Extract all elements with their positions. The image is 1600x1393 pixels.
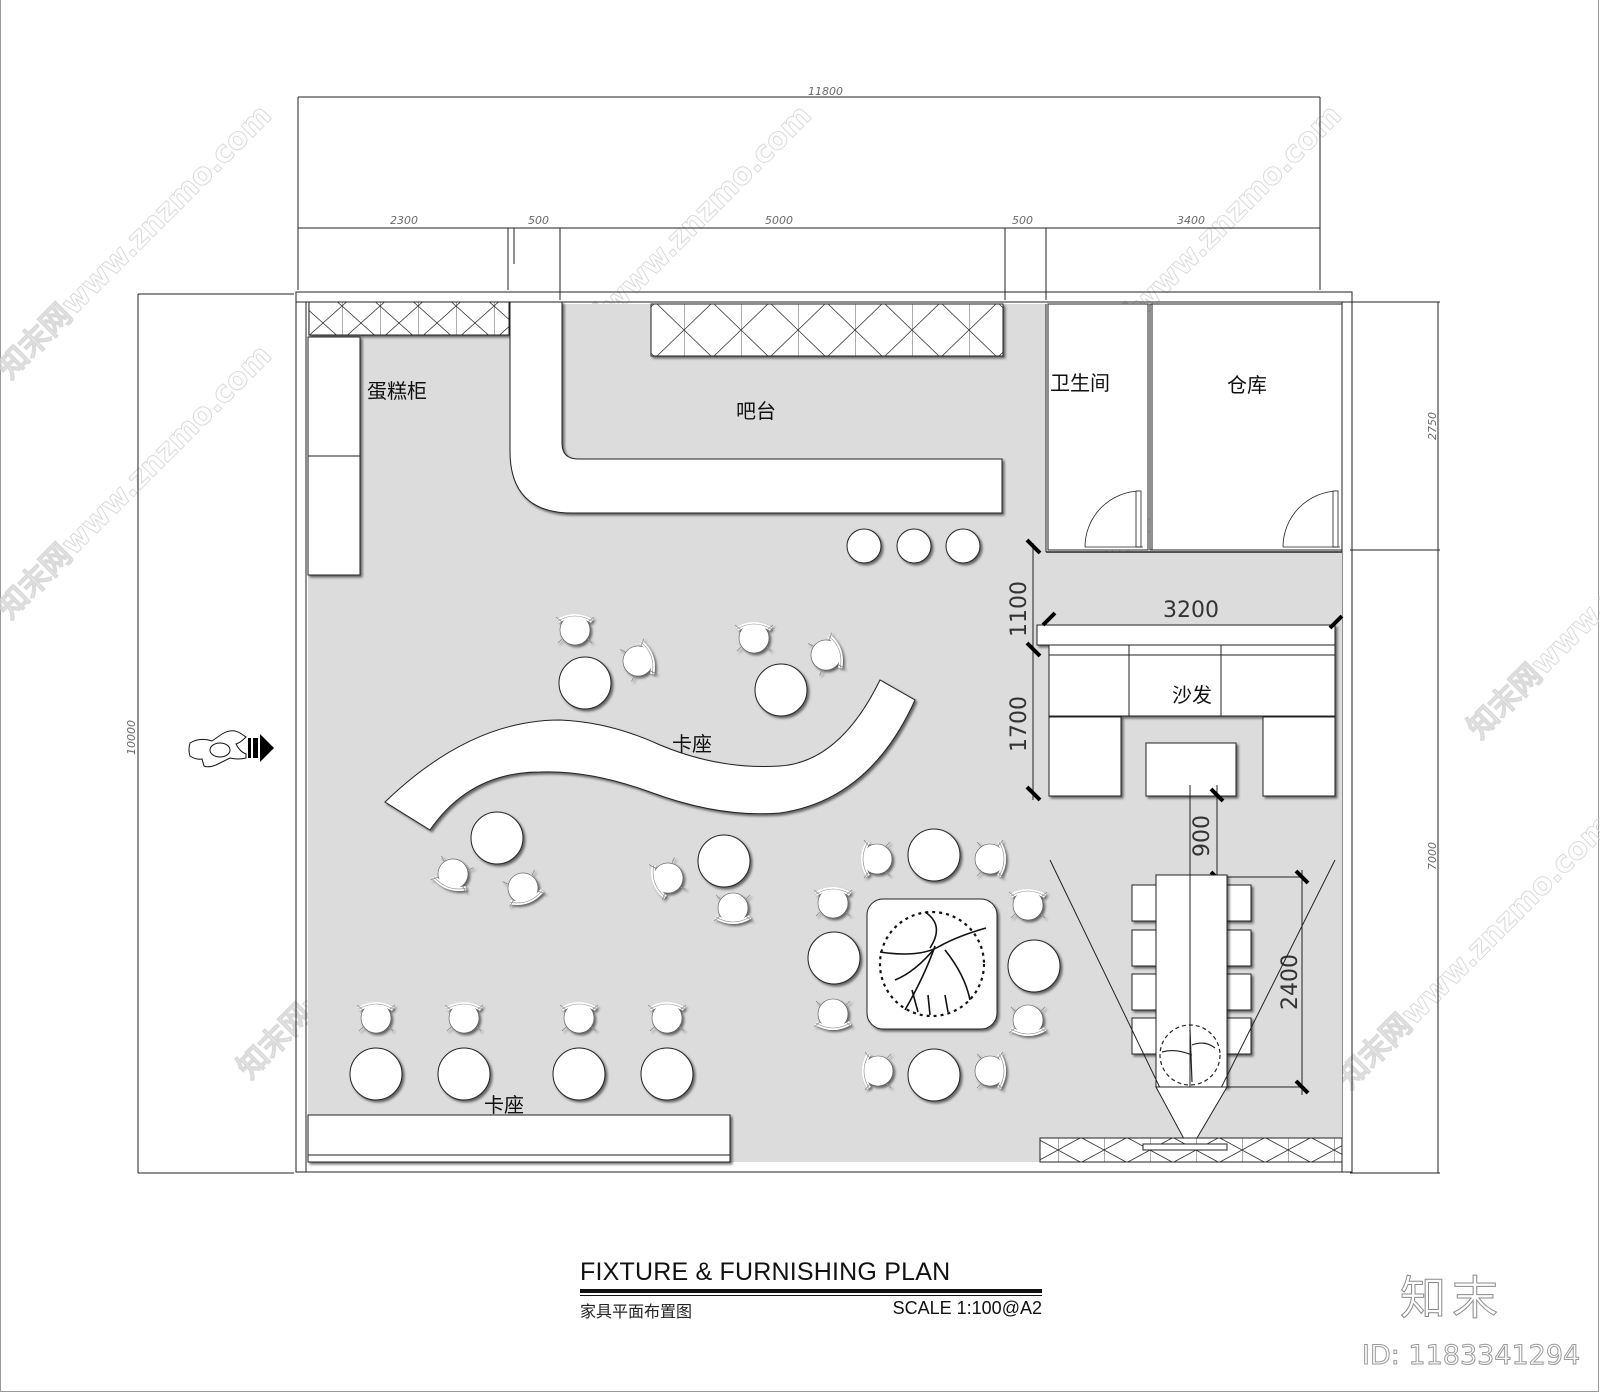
svg-text:知末网www.znzmo.com: 知末网www.znzmo.com xyxy=(0,98,279,386)
drawing-title: FIXTURE & FURNISHING PLAN xyxy=(580,1258,951,1286)
brand-id: ID: 1183341294 xyxy=(1361,1340,1581,1372)
restroom xyxy=(1047,303,1343,551)
cake-cabinet xyxy=(307,336,361,576)
svg-text:知末网www.znzmo.com: 知末网www.znzmo.com xyxy=(1331,808,1600,1096)
dim-left-height: 10000 xyxy=(125,720,138,755)
brand-logo: 知末 xyxy=(1400,1271,1504,1326)
dim-table-length: 2400 xyxy=(1278,954,1303,1010)
title-rule xyxy=(580,1295,1042,1296)
dim-right-upper: 2750 xyxy=(1426,412,1439,440)
wall-cabinet-top-left xyxy=(308,301,510,336)
bar-stools xyxy=(846,528,981,564)
entrance-person-icon xyxy=(188,730,247,768)
dim-ticks xyxy=(1025,538,1344,1095)
sofa xyxy=(1036,624,1336,797)
storage-door xyxy=(1282,490,1340,548)
dim-right-lower: 7000 xyxy=(1426,842,1439,870)
dim-segment: 2300 xyxy=(390,214,418,227)
dim-sofa-depth: 1700 xyxy=(1007,696,1032,752)
dining-chairs xyxy=(1131,884,1252,1055)
wave-booth-label: 卡座 xyxy=(672,732,712,756)
svg-text:知末网www.znzmo.com: 知末网www.znzmo.com xyxy=(0,338,279,626)
plant-icon xyxy=(1159,1024,1221,1086)
dimension-right xyxy=(1350,301,1440,1174)
bottom-booth xyxy=(307,1114,731,1163)
dimension-left xyxy=(137,293,294,1174)
dim-sofa-width: 3200 xyxy=(1163,598,1219,623)
bottom-booth-label: 卡座 xyxy=(484,1093,524,1117)
dining-table xyxy=(1155,874,1228,1088)
dim-table-gap: 900 xyxy=(1190,815,1215,857)
entrance-arrow-icon xyxy=(248,734,274,762)
dim-overall-width: 11800 xyxy=(808,85,843,98)
floor-area xyxy=(308,304,1342,1162)
dim-segment: 5000 xyxy=(765,214,793,227)
title-block: FIXTURE & FURNISHING PLAN 家具平面布置图 SCALE … xyxy=(580,1258,1042,1322)
dim-segment: 3400 xyxy=(1177,214,1205,227)
dim-sofa-offset: 1100 xyxy=(1007,581,1032,637)
storage-label: 仓库 xyxy=(1227,373,1267,397)
drawing-subtitle-cn: 家具平面布置图 xyxy=(580,1302,693,1321)
restroom-label: 卫生间 xyxy=(1050,371,1110,395)
bar-counter-label: 吧台 xyxy=(736,399,776,423)
sofa-label: 沙发 xyxy=(1172,683,1212,707)
cake-cabinet-label: 蛋糕柜 xyxy=(367,379,427,403)
tree-icon xyxy=(878,910,987,1018)
drawing-scale: SCALE 1:100@A2 xyxy=(892,1298,1042,1318)
tree-planter xyxy=(866,898,998,1030)
wave-booth xyxy=(384,679,916,831)
svg-text:知末网www.znzmo.com: 知末网www.znzmo.com xyxy=(1461,458,1600,746)
bar-counter xyxy=(509,301,1003,514)
island-tables xyxy=(807,828,1061,1102)
title-rule xyxy=(580,1289,1042,1293)
restroom-door xyxy=(1084,490,1143,548)
dim-segment: 500 xyxy=(528,214,549,227)
dimension-top xyxy=(297,96,1321,300)
bar-back-cabinet xyxy=(650,303,1004,357)
dim-segment: 500 xyxy=(1012,214,1033,227)
title-subline: 家具平面布置图 SCALE 1:100@A2 xyxy=(580,1298,1042,1322)
lounge-tables xyxy=(470,656,808,888)
bottom-tables xyxy=(349,1047,694,1101)
